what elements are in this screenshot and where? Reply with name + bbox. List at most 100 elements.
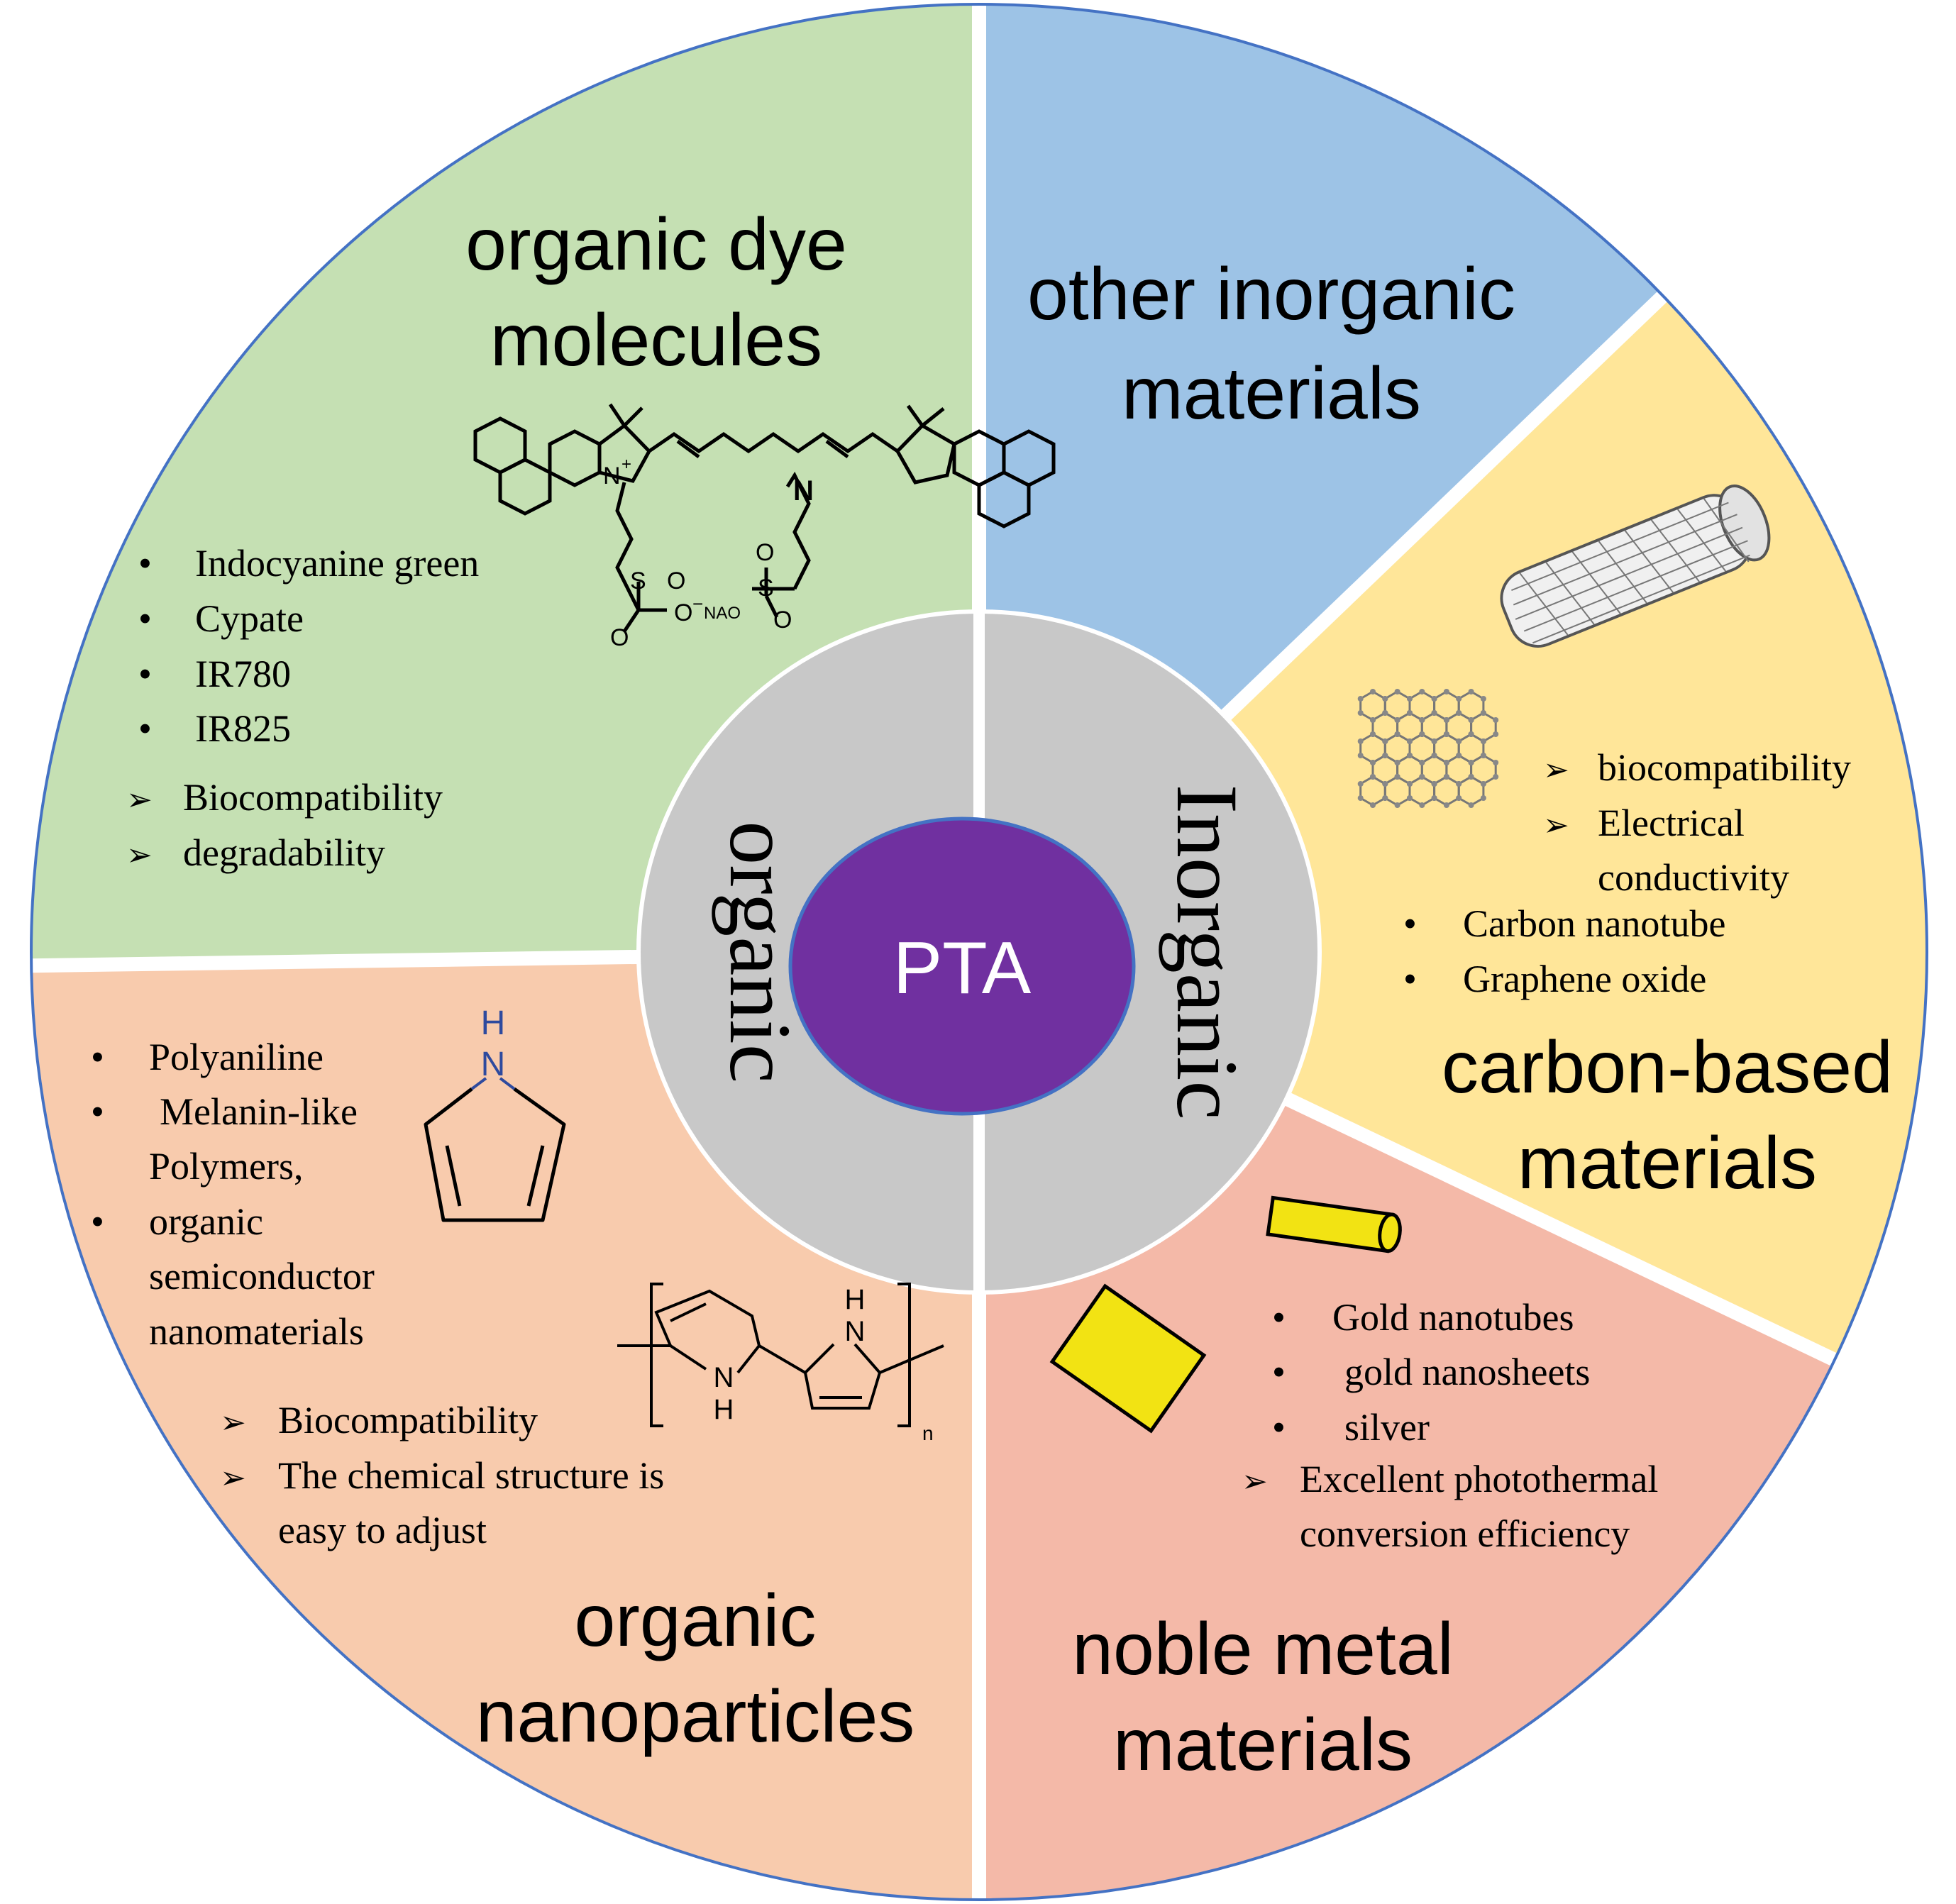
- atom-plus: +: [621, 455, 631, 474]
- noble-bullet-gold-nanotubes: Gold nanotubes: [1332, 1296, 1574, 1339]
- graphene-atom: [1443, 774, 1449, 780]
- bullet-dot: •: [1403, 958, 1417, 1000]
- atom-o-right-2: O: [773, 607, 792, 633]
- bullet-dot: •: [1272, 1406, 1286, 1449]
- arrow-icon: ➢: [1543, 753, 1569, 787]
- graphene-atom: [1370, 774, 1376, 780]
- bullet-dot: •: [1272, 1351, 1286, 1393]
- graphene-atom: [1456, 696, 1462, 702]
- right-five-ring: [895, 423, 956, 485]
- bullet-dot: •: [91, 1090, 104, 1133]
- graphene-atom: [1480, 753, 1486, 758]
- graphene-atom: [1407, 753, 1413, 758]
- graphene-atom: [1493, 774, 1499, 780]
- carbon-feature-electrical: Electrical: [1598, 802, 1745, 844]
- carbon-bullet-nanotube: Carbon nanotube: [1463, 902, 1725, 945]
- arrow-icon: ➢: [1242, 1464, 1268, 1499]
- left-so-bottom: [622, 609, 641, 633]
- cyanine-structure-graphic: [473, 403, 1056, 633]
- gold-nanorod-graphic: [1266, 1195, 1402, 1253]
- nano-bullet-melanin-like: Melanin-like: [160, 1090, 358, 1133]
- carbon-bullet-graphene-oxide: Graphene oxide: [1463, 958, 1706, 1000]
- ring-label-organic: organic: [712, 821, 809, 1083]
- noble-title-line-2: materials: [1113, 1704, 1413, 1786]
- atom-n-plus: N: [603, 463, 621, 489]
- carbon-title-line-1: carbon-based: [1442, 1026, 1893, 1109]
- graphene-atom: [1419, 760, 1425, 765]
- graphene-atom: [1370, 760, 1376, 765]
- poly-h-bottom: H: [714, 1394, 734, 1425]
- bullet-dot: •: [138, 707, 152, 750]
- bullet-dot: •: [91, 1200, 104, 1243]
- graphene-atom: [1407, 781, 1413, 787]
- arrow-icon: ➢: [126, 782, 153, 817]
- graphene-atom: [1468, 802, 1474, 808]
- graphene-atom: [1357, 738, 1364, 744]
- noble-bullet-gold-nanosheets: gold nanosheets: [1344, 1351, 1590, 1393]
- graphene-atom: [1357, 696, 1364, 702]
- graphene-atom: [1468, 774, 1474, 780]
- right-alkyl-chain: [785, 471, 811, 590]
- graphene-atom: [1357, 781, 1364, 787]
- noble-feature-line-2: conversion efficiency: [1300, 1512, 1630, 1555]
- other-title-line-1: other inorganic: [1027, 253, 1515, 336]
- graphene-atom: [1382, 710, 1388, 716]
- other-title-line-2: materials: [1122, 353, 1421, 435]
- nano-title-line-2: nanoparticles: [476, 1676, 915, 1758]
- graphene-atom: [1456, 795, 1462, 801]
- poly-subscript-n: n: [922, 1422, 934, 1444]
- carbon-bullet-list: • Carbon nanotube • Graphene oxide: [1403, 902, 1725, 1000]
- graphene-atom: [1431, 795, 1437, 801]
- graphene-atom: [1357, 753, 1364, 758]
- graphene-atom: [1493, 731, 1499, 737]
- graphene-atom: [1456, 710, 1462, 716]
- graphene-atom: [1419, 731, 1425, 737]
- graphene-atom: [1431, 696, 1437, 702]
- graphene-atom: [1382, 781, 1388, 787]
- graphene-atom: [1443, 802, 1449, 808]
- right-methyl-2: [921, 407, 945, 427]
- bullet-dot: •: [91, 1036, 104, 1078]
- graphene-atom: [1456, 781, 1462, 787]
- graphene-atom: [1382, 696, 1388, 702]
- pyrrole-n: N: [481, 1046, 506, 1083]
- nano-bullet-list: • Polyaniline • Melanin-like Polymers, •…: [91, 1036, 375, 1353]
- graphene-atom: [1468, 731, 1474, 737]
- graphene-atom: [1456, 738, 1462, 744]
- pyrrole-h: H: [481, 1004, 506, 1042]
- right-ring-c: [1002, 429, 1056, 487]
- graphene-atom: [1394, 774, 1400, 780]
- polypyrrole-structure-graphic: H N N H n: [617, 1283, 944, 1444]
- pyrrole-structure-graphic: H N: [424, 1004, 566, 1222]
- graphene-atom: [1480, 738, 1486, 744]
- graphene-atom: [1357, 710, 1364, 716]
- graphene-atom: [1382, 738, 1388, 744]
- dye-bullet-cypate: Cypate: [195, 597, 304, 640]
- dye-feature-list: ➢ Biocompatibility ➢ degradability: [126, 776, 443, 874]
- atom-o-minus: O: [674, 599, 692, 626]
- nano-bullet-nanomaterials: nanomaterials: [149, 1310, 364, 1353]
- graphene-atom: [1394, 689, 1400, 694]
- graphene-atom: [1480, 795, 1486, 801]
- nano-feature-list: ➢ Biocompatibility ➢ The chemical struct…: [220, 1399, 664, 1551]
- graphene-atom: [1431, 738, 1437, 744]
- atom-minus: −: [692, 593, 703, 614]
- graphene-atom: [1394, 731, 1400, 737]
- right-so-bottom: [764, 594, 779, 619]
- bullet-dot: •: [1272, 1296, 1286, 1339]
- atom-s-right: S: [758, 575, 774, 602]
- dye-title: organic dye molecules: [465, 204, 847, 382]
- poly-n-bottom: N: [714, 1362, 734, 1393]
- graphene-atom: [1456, 753, 1462, 758]
- center-label: PTA: [893, 927, 1032, 1009]
- graphene-atom: [1443, 717, 1449, 723]
- ring-label-inorganic: Inorganic: [1159, 785, 1256, 1120]
- nano-bullet-organic: organic: [149, 1200, 263, 1243]
- graphene-atom: [1394, 717, 1400, 723]
- carbon-feature-conductivity: conductivity: [1598, 856, 1789, 899]
- nano-bullet-semiconductor: semiconductor: [149, 1255, 375, 1297]
- graphene-atom: [1370, 689, 1376, 694]
- graphene-atom: [1468, 760, 1474, 765]
- graphene-atom: [1394, 760, 1400, 765]
- noble-bullet-silver: silver: [1344, 1406, 1430, 1449]
